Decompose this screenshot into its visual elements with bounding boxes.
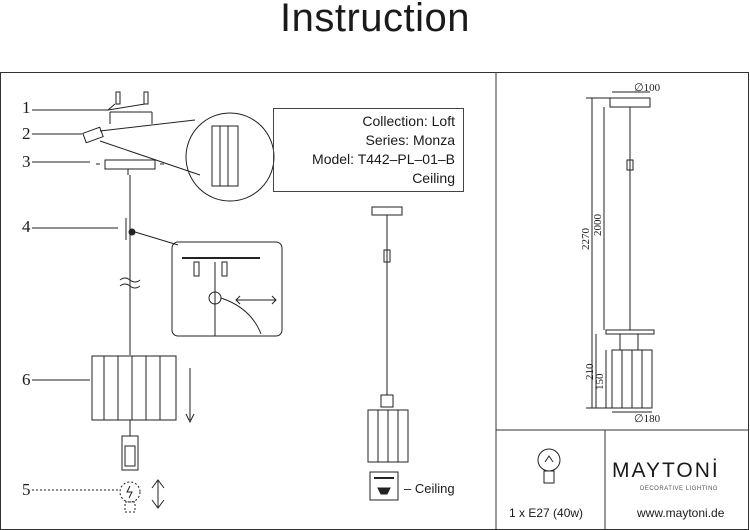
callout-2: 2 bbox=[22, 124, 31, 143]
callout-5: 5 bbox=[22, 480, 31, 499]
product-info-box: Collection: Loft Series: Monza Model: T4… bbox=[273, 108, 464, 192]
canopy-diameter: ∅100 bbox=[634, 82, 661, 94]
total-height: 2270 bbox=[580, 228, 592, 250]
shade-diameter: ∅180 bbox=[634, 413, 661, 425]
shade-height: 150 bbox=[594, 373, 606, 391]
cord-length: 2000 bbox=[592, 214, 604, 236]
ceiling-mount-icon bbox=[369, 471, 399, 501]
socket-part bbox=[121, 420, 139, 471]
page-title: Instruction bbox=[279, 0, 471, 40]
callout-1: 1 bbox=[22, 98, 31, 117]
dimension-drawing bbox=[586, 91, 655, 413]
bulb-icon bbox=[537, 448, 561, 484]
callout-3: 3 bbox=[22, 152, 31, 171]
cable-clip-part bbox=[32, 218, 179, 246]
brand-logo: MAYTONİ bbox=[612, 459, 720, 482]
wiring-detail bbox=[185, 112, 275, 202]
shade-part bbox=[32, 355, 195, 424]
brand-tagline: DECORATIVE LIGHTING bbox=[640, 486, 719, 492]
series-text: Series: Monza bbox=[365, 132, 455, 148]
mount-text: Ceiling bbox=[412, 170, 455, 186]
bulb-spec: 1 x E27 (40w) bbox=[509, 506, 584, 520]
screws-part bbox=[32, 91, 153, 124]
mounted-lamp-illustration bbox=[367, 206, 409, 463]
canopy-part bbox=[32, 159, 164, 175]
bulb-part bbox=[32, 479, 165, 513]
brand-url: www.maytoni.de bbox=[637, 506, 725, 520]
callout-6: 6 bbox=[22, 370, 31, 389]
callout-4: 4 bbox=[22, 217, 31, 236]
terminal-block-part bbox=[32, 119, 201, 176]
clip-detail bbox=[171, 241, 283, 337]
ceiling-legend: – Ceiling bbox=[404, 481, 455, 496]
collection-text: Collection: Loft bbox=[362, 113, 455, 129]
model-text: Model: T442–PL–01–B bbox=[312, 151, 455, 167]
